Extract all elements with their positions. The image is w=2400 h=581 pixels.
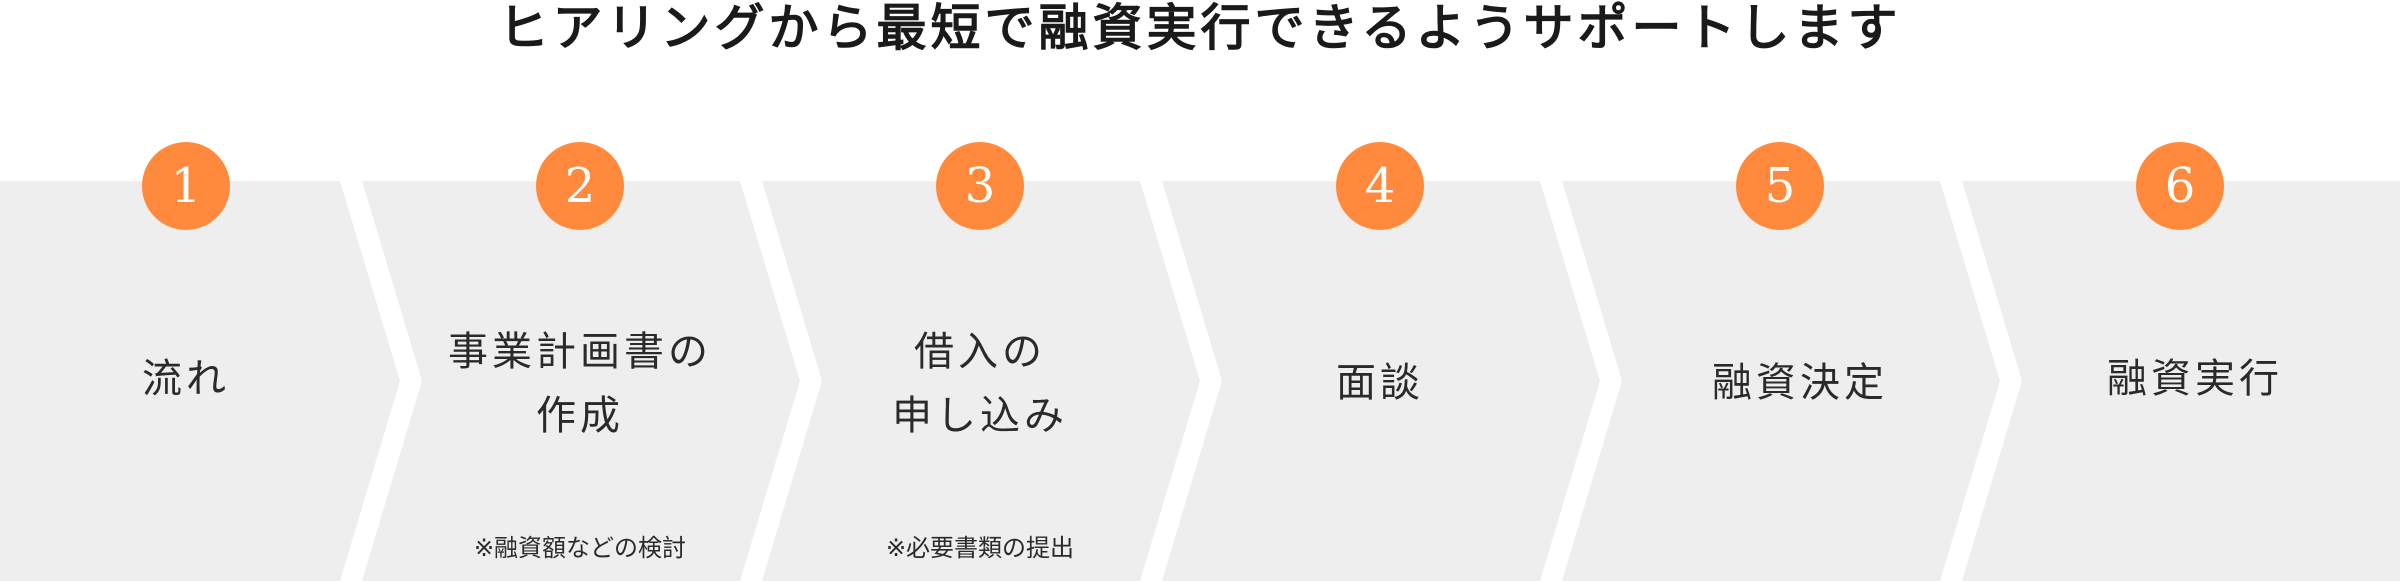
step-label-line: 面談: [1336, 360, 1424, 406]
step-number-badge-5: 5: [1736, 142, 1824, 230]
step-label-line: 流れ: [142, 356, 230, 402]
step-label-6: 融資実行: [2035, 347, 2355, 411]
step-number-badge-3: 3: [936, 142, 1024, 230]
step-panel-5: [1562, 181, 2000, 581]
step-label-4: 面談: [1220, 351, 1540, 415]
step-label-5: 融資決定: [1640, 351, 1960, 415]
step-label-line: 融資実行: [2107, 356, 2283, 402]
step-panel-4: [1162, 181, 1600, 581]
step-label-line: 借入の: [914, 329, 1046, 375]
step-number-badge-4: 4: [1336, 142, 1424, 230]
step-label-line: 事業計画書の: [448, 329, 712, 375]
step-label-line: 申し込み: [892, 393, 1068, 439]
step-label-1: 流れ: [26, 347, 346, 411]
step-number-badge-6: 6: [2136, 142, 2224, 230]
step-number-badge-1: 1: [142, 142, 230, 230]
step-note-2: ※融資額などの検討: [473, 534, 687, 562]
step-label-line: 融資決定: [1712, 360, 1888, 406]
step-panel-6: [1962, 181, 2400, 581]
step-label-line: 作成: [536, 393, 624, 439]
step-label-3: 借入の申し込み: [820, 320, 1140, 448]
step-number-badge-2: 2: [536, 142, 624, 230]
step-label-2: 事業計画書の作成: [420, 320, 740, 448]
step-note-3: ※必要書類の提出: [885, 534, 1075, 562]
step-panel-2: [362, 181, 800, 581]
step-panel-3: [762, 181, 1200, 581]
step-panel-1: [0, 181, 400, 581]
page-title: ヒアリングから最短で融資実行できるようサポートします: [498, 0, 1902, 57]
